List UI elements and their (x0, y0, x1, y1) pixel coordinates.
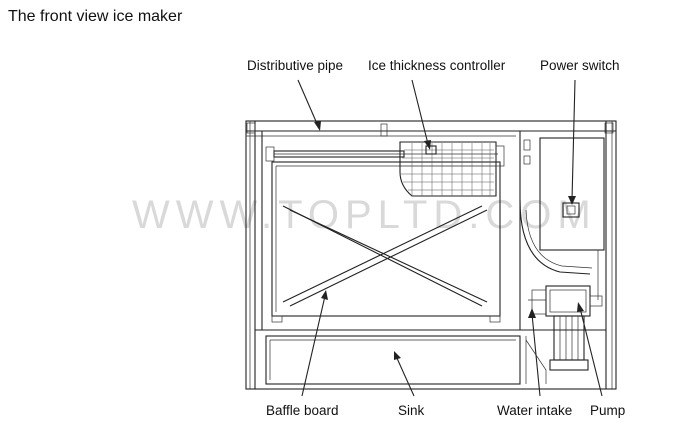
leader-lines (297, 79, 603, 397)
label-ice-thickness-controller: Ice thickness controller (368, 58, 506, 73)
label-water-intake: Water intake (497, 403, 572, 418)
sink (255, 329, 606, 385)
cabinet-frame (245, 120, 617, 390)
evaporator-plate (271, 161, 501, 323)
pump-assembly (528, 285, 603, 371)
diagram-title: The front view ice maker (8, 8, 183, 25)
ice-thickness-controller (399, 141, 505, 197)
label-distributive-pipe: Distributive pipe (247, 58, 343, 73)
label-power-switch: Power switch (540, 58, 620, 73)
distributive-pipe (265, 123, 498, 162)
label-baffle-board: Baffle board (266, 403, 339, 418)
power-switch-icon (562, 202, 580, 218)
watermark-text: WWW.TOPLTD.COM (132, 193, 597, 237)
label-pump: Pump (590, 403, 625, 418)
label-sink: Sink (398, 403, 425, 418)
control-compartment (519, 137, 605, 300)
